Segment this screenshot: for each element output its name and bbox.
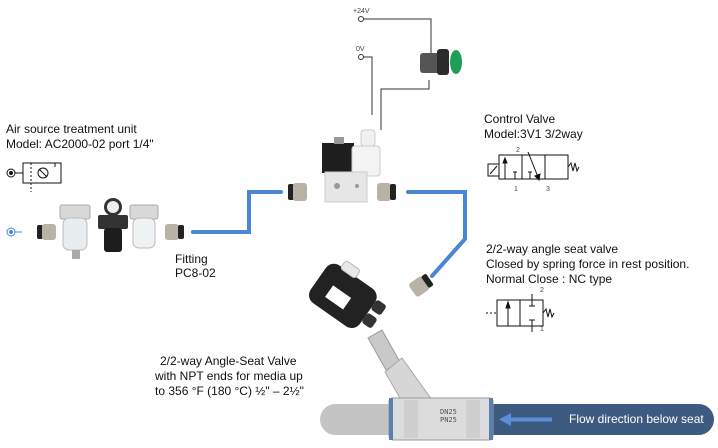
angle-seat-symbol <box>486 294 555 332</box>
angle-seat-port-2: 2 <box>540 287 544 294</box>
control-valve-symbol <box>487 151 580 182</box>
fitting-actuator <box>409 274 434 297</box>
fitting-valve-in <box>288 183 307 201</box>
air-inlet-icon <box>6 227 22 237</box>
flow-direction-banner: Flow direction below seat <box>492 404 714 435</box>
air-unit-model: Model: AC2000-02 port 1/4" <box>6 137 154 151</box>
air-tubing <box>191 190 467 278</box>
plus24v-label: +24V <box>353 8 370 15</box>
angle-seat-symbol-title: 2/2-way angle seat valve <box>486 242 619 256</box>
marking-dn: DN25 <box>440 408 457 416</box>
control-valve-port-3: 3 <box>546 186 550 193</box>
flow-direction-label: Flow direction below seat <box>569 412 704 426</box>
control-valve-port-1: 1 <box>514 186 518 193</box>
electrical-wiring <box>358 16 432 130</box>
flow-arrow-icon <box>499 413 552 426</box>
control-valve-title: Control Valve <box>484 112 556 126</box>
product-desc-line2: with NPT ends for media up <box>155 369 303 383</box>
indicator-lamp <box>420 49 462 75</box>
control-valve-port-2: 2 <box>516 147 520 154</box>
angle-seat-symbol-type: Normal Close : NC type <box>486 272 613 286</box>
fitting-inlet <box>37 224 56 240</box>
fitting-label: Fitting <box>175 252 208 266</box>
marking-pn: PN25 <box>440 416 457 424</box>
solenoid-valve <box>322 129 381 203</box>
fitting-model: PC8-02 <box>175 266 216 280</box>
angle-seat-port-1: 1 <box>540 326 544 333</box>
control-valve-model: Model:3V1 3/2way <box>484 127 583 141</box>
product-desc-line1: 2/2-way Angle-Seat Valve <box>160 354 297 368</box>
angle-seat-symbol-desc: Closed by spring force in rest position. <box>486 257 690 271</box>
valve-body-marking: DN25 PN25 <box>440 408 457 424</box>
zero-volt-label: 0V <box>356 46 365 53</box>
fitting-valve-out <box>377 183 396 201</box>
product-desc-line3: to 356 °F (180 °C) ½" – 2½" <box>155 384 304 398</box>
inlet-pipe <box>320 404 420 435</box>
air-unit-symbol <box>6 162 62 192</box>
fitting-outlet <box>165 224 184 240</box>
frl-unit <box>59 198 159 259</box>
air-unit-title: Air source treatment unit <box>6 122 137 136</box>
